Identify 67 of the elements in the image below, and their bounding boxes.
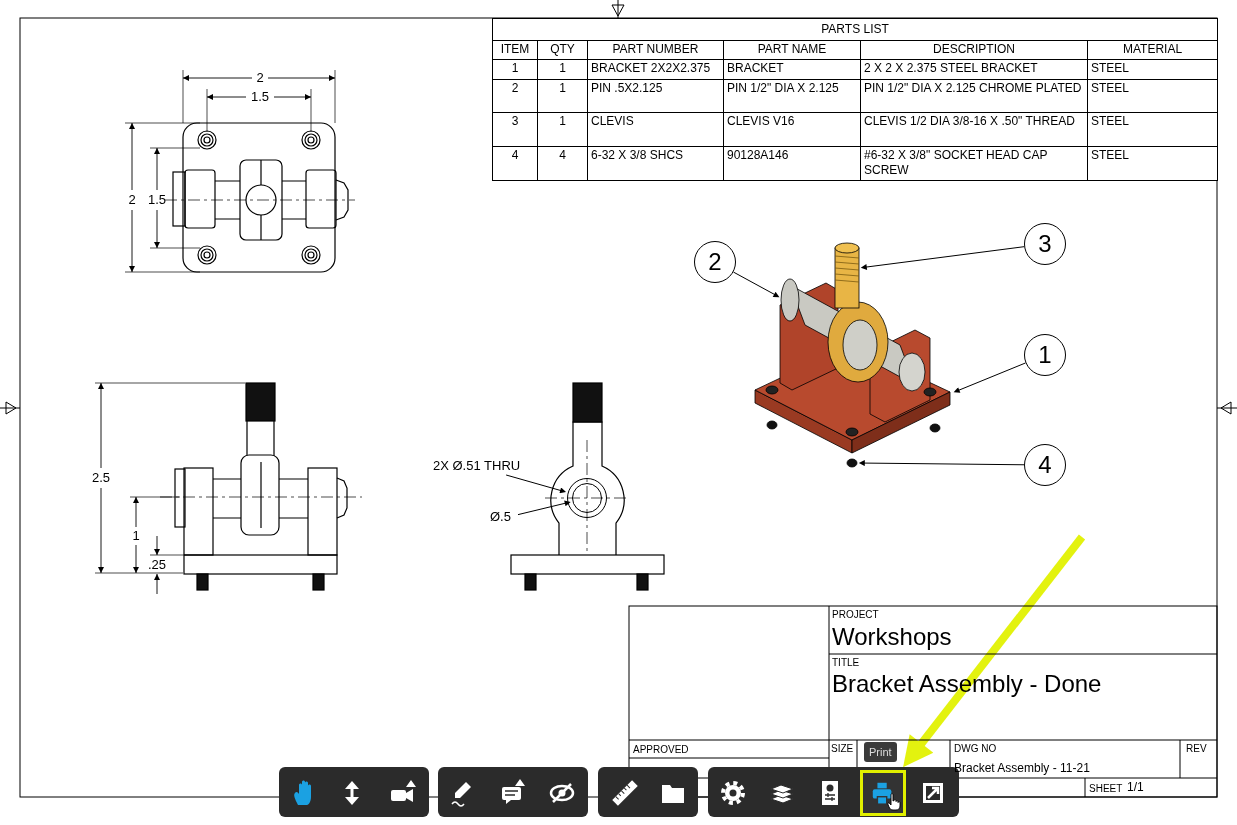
- dimension-value: 1: [132, 528, 140, 544]
- table-cell: STEEL: [1087, 79, 1218, 113]
- table-cell: 1: [537, 59, 588, 80]
- callout-number: 4: [1024, 444, 1066, 486]
- leader-line: [732, 271, 780, 298]
- table-cell: STEEL: [1087, 146, 1218, 181]
- dimension-value: 1.5: [147, 192, 167, 208]
- field-label: SHEET: [1089, 783, 1123, 794]
- clevis-drawing: [834, 242, 860, 309]
- dimension-note: 2X Ø.51 THRU: [433, 459, 521, 474]
- leader-line: [860, 246, 1025, 270]
- callout-number: 2: [694, 241, 736, 283]
- table-cell: 6-32 X 3/8 SHCS: [587, 146, 724, 181]
- table-cell: STEEL: [1087, 59, 1218, 80]
- column-header: PART NAME: [723, 40, 861, 60]
- field-value: Bracket Assembly - 11-21: [954, 762, 1090, 776]
- dimension-value: 2: [128, 192, 136, 208]
- table-cell: CLEVIS V16: [723, 112, 861, 147]
- column-header: QTY: [537, 40, 588, 60]
- field-label: SIZE: [831, 743, 854, 754]
- print-button: [860, 770, 906, 816]
- leader-line: [858, 460, 1025, 467]
- table-cell: 3: [492, 112, 538, 147]
- table-cell: PIN 1/2" DIA X 2.125: [723, 79, 861, 113]
- table-cell: 4: [492, 146, 538, 181]
- column-header: MATERIAL: [1087, 40, 1218, 60]
- table-cell: 90128A146: [723, 146, 861, 181]
- table-cell: 4: [537, 146, 588, 181]
- table-cell: CLEVIS 1/2 DIA 3/8-16 X .50" THREAD: [860, 112, 1088, 147]
- field-label: PROJECT: [832, 609, 879, 620]
- dimension-value: 1.5: [250, 89, 270, 105]
- table-cell: 2 X 2 X 2.375 STEEL BRACKET: [860, 59, 1088, 80]
- table-cell: 2: [492, 79, 538, 113]
- column-header: ITEM: [492, 40, 538, 60]
- arrow: [903, 534, 1086, 768]
- dimension-note: Ø.5: [490, 510, 511, 525]
- table-cell: 1: [537, 79, 588, 113]
- field-label: TITLE: [832, 657, 860, 668]
- table-title: PARTS LIST: [492, 18, 1218, 41]
- field-label: APPROVED: [633, 744, 689, 755]
- field-label: REV: [1186, 743, 1207, 754]
- bracket-drawing: [851, 391, 951, 454]
- table-cell: CLEVIS: [587, 112, 724, 147]
- column-header: DESCRIPTION: [860, 40, 1088, 60]
- callout-number: 1: [1024, 334, 1066, 376]
- table-cell: 1: [492, 59, 538, 80]
- field-label: DWG NO: [954, 743, 997, 754]
- tooltip: Print: [864, 742, 897, 763]
- callout-number: 3: [1024, 223, 1066, 265]
- pin-end: [780, 278, 800, 322]
- leader-line: [953, 362, 1027, 393]
- leader-line: [517, 500, 571, 516]
- dimension-value: 2: [256, 70, 264, 86]
- column-header: PART NUMBER: [587, 40, 724, 60]
- leader-line: [505, 474, 567, 494]
- table-cell: BRACKET: [723, 59, 861, 80]
- dimension-value: 2.5: [91, 470, 111, 486]
- table-cell: BRACKET 2X2X2.375: [587, 59, 724, 80]
- table-cell: PIN 1/2" DIA X 2.125 CHROME PLATED: [860, 79, 1088, 113]
- table-cell: PIN .5X2.125: [587, 79, 724, 113]
- field-value: Workshops: [832, 624, 952, 651]
- table-cell: #6-32 X 3/8" SOCKET HEAD CAP SCREW: [860, 146, 1088, 181]
- field-value: 1/1: [1127, 781, 1144, 795]
- table-cell: STEEL: [1087, 112, 1218, 147]
- dimension-value: .25: [147, 557, 167, 573]
- table-cell: 1: [537, 112, 588, 147]
- screw-head: [846, 458, 858, 468]
